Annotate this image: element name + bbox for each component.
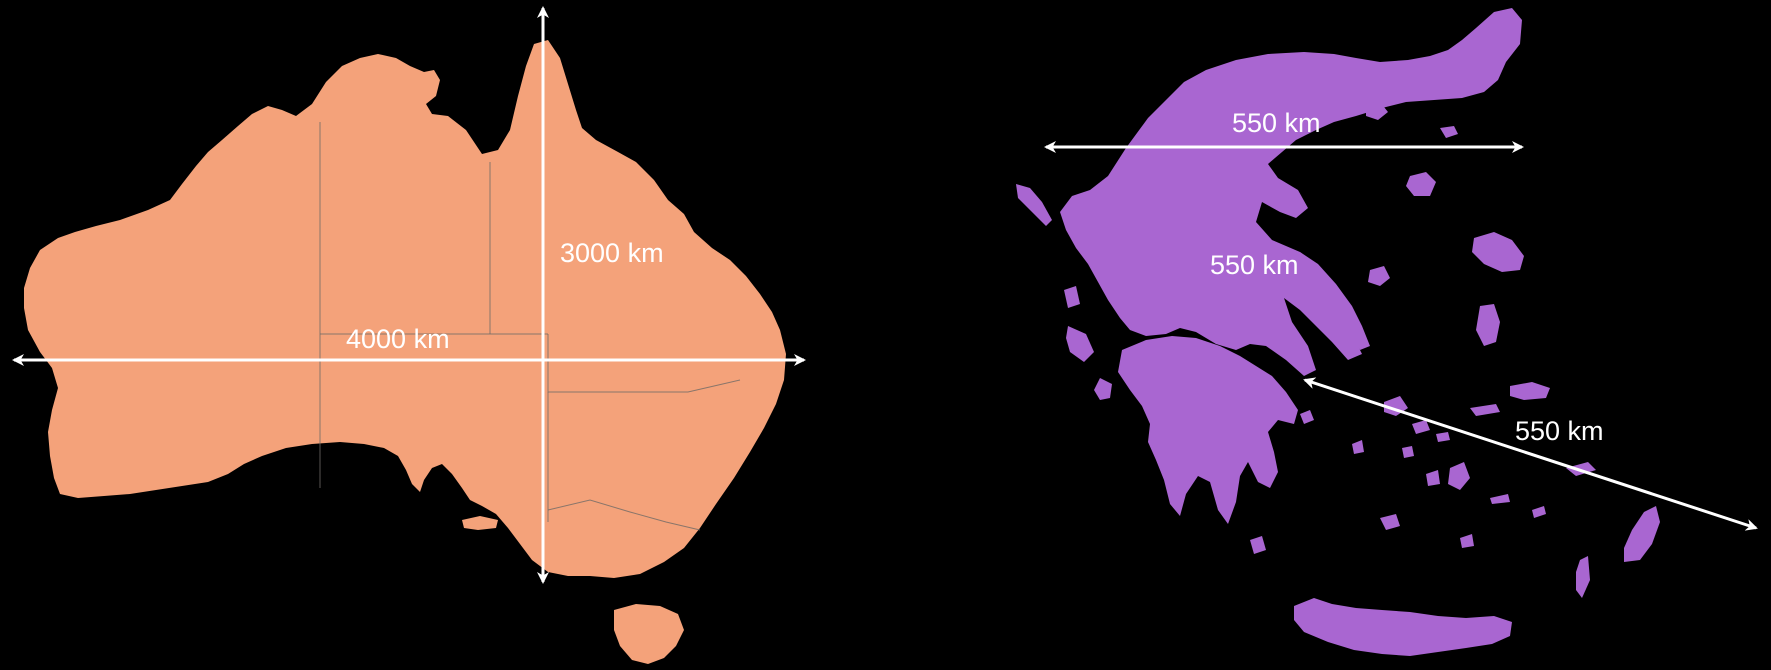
greece-map <box>1016 8 1660 656</box>
greece-diagonal-label: 550 km <box>1515 416 1604 446</box>
zakynthos <box>1094 378 1112 400</box>
australia-height-label: 3000 km <box>560 238 664 268</box>
lemnos <box>1406 172 1436 196</box>
kefalonia <box>1066 326 1094 362</box>
chios <box>1476 304 1500 346</box>
crete <box>1294 598 1512 656</box>
thasos <box>1366 102 1388 120</box>
syros <box>1402 446 1414 458</box>
peloponnese <box>1118 336 1298 524</box>
greece-diagonal-arrow <box>1303 377 1758 531</box>
greece-mainland <box>1060 8 1522 376</box>
lefkada <box>1064 286 1080 308</box>
corfu <box>1016 184 1052 226</box>
karpathos <box>1576 556 1590 598</box>
lesbos <box>1472 232 1524 272</box>
kangaroo-island <box>462 516 498 530</box>
euboea <box>1300 252 1370 350</box>
greece-width-label: 550 km <box>1232 108 1321 138</box>
border-victoria-north <box>547 499 701 531</box>
skyros <box>1368 266 1390 286</box>
tasmania <box>614 604 684 664</box>
greece-height-label: 550 km <box>1210 250 1299 280</box>
samothrace <box>1440 126 1458 138</box>
greece-measurements: 550 km 550 km 550 km <box>1044 108 1758 531</box>
kythira <box>1250 536 1266 554</box>
santorini <box>1460 534 1474 548</box>
australia-mainland <box>24 40 786 578</box>
australia-measurements: 4000 km 3000 km <box>12 5 806 584</box>
australia-width-label: 4000 km <box>346 324 450 354</box>
